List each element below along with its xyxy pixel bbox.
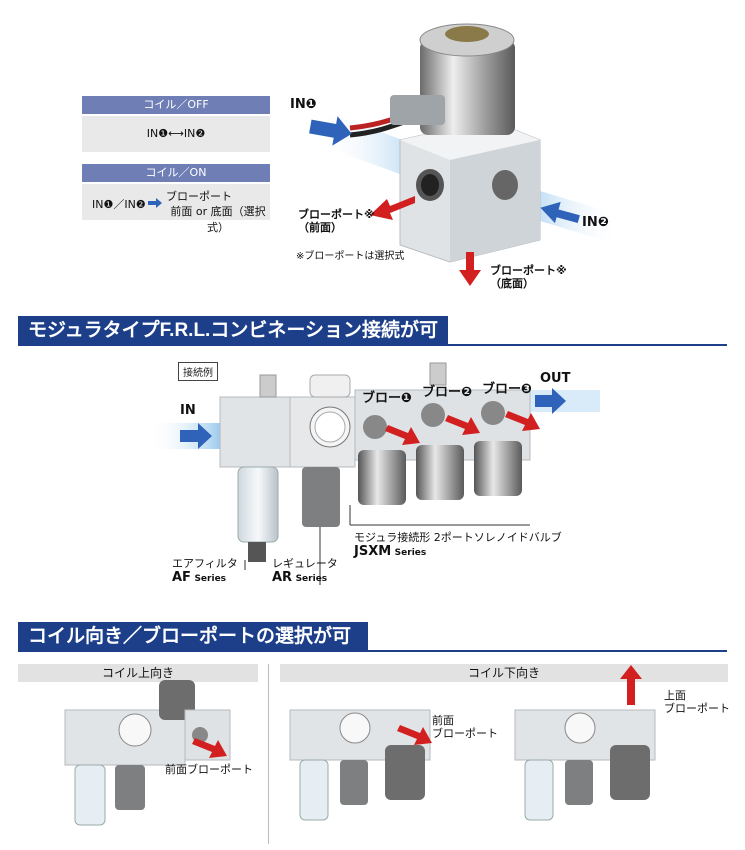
coil-down-header: コイル下向き (280, 664, 728, 682)
coil-on-header: コイル／ON (82, 164, 270, 182)
bottom-blow-label-2: （底面） (490, 277, 534, 290)
coil-on-result-1: ブローポート (166, 190, 232, 203)
regulator-series-label: Series (295, 574, 328, 584)
frl-combination-illustration (150, 362, 600, 585)
arrow-right-icon (148, 198, 162, 208)
coil-off-header: コイル／OFF (82, 96, 270, 114)
coil-off-text: IN❶⟷IN❷ (146, 127, 206, 140)
front-blow-b: ブローポート (432, 727, 498, 740)
regulator-code: AR (272, 570, 293, 585)
valve-code: JSXM (354, 544, 392, 559)
coil-up-header: コイル上向き (18, 664, 258, 682)
front-blow-label-1: ブローポート※ (298, 208, 375, 221)
coil-on-result-2: 前面 or 底面（選択式） (170, 205, 266, 234)
front-blow-label-2: （前面） (298, 221, 342, 234)
coil-down-front-illustration (289, 709, 432, 821)
frl-out-label: OUT (540, 371, 571, 386)
example-tag: 接続例 (178, 362, 218, 381)
section2-divider (18, 650, 727, 652)
valve-series-label: Series (394, 548, 427, 558)
top-blow-b: ブローポート (664, 702, 730, 715)
valve-series: JSXM Series (354, 545, 426, 560)
solenoid-valve-illustration (309, 23, 620, 286)
coil-off-body: IN❶⟷IN❷ (82, 116, 270, 152)
blow2-label: ブロー❷ (422, 385, 473, 400)
section2-separator (268, 664, 269, 844)
coil-up-illustration (64, 680, 231, 826)
valve-name: モジュラ接続形 2ポートソレノイドバルブ (354, 531, 562, 544)
filter-series-label: Series (194, 574, 227, 584)
filter-code: AF (172, 570, 191, 585)
filter-name: エアフィルタ (172, 557, 238, 570)
section1-title: モジュラタイプF.R.L.コンビネーション接続が可能 (18, 316, 448, 371)
coil-on-body: IN❶／IN❷ ブローポート 前面 or 底面（選択式） (82, 184, 270, 234)
coil-on-ports: IN❶／IN❷ (92, 198, 146, 211)
frl-in-label: IN (180, 403, 196, 418)
regulator-series: AR Series (272, 571, 327, 586)
blow1-label: ブロー❶ (362, 391, 413, 406)
coil-down-top-illustration (514, 665, 656, 821)
blow-note: ※ブローポートは選択式 (296, 251, 405, 262)
in1-label: IN❶ (290, 97, 317, 112)
in2-label: IN❷ (582, 215, 609, 230)
regulator-name: レギュレータ (272, 557, 338, 570)
filter-series: AF Series (172, 571, 226, 586)
blow3-label: ブロー❸ (482, 382, 533, 397)
front-blow-a: 前面 (432, 714, 454, 727)
bottom-blow-label-1: ブローポート※ (490, 264, 567, 277)
top-blow-a: 上面 (664, 689, 686, 702)
section1-divider (18, 344, 727, 346)
coil-up-front-blow: 前面ブローポート (165, 763, 253, 776)
section2-title: コイル向き／ブローポートの選択が可能 (18, 622, 368, 677)
